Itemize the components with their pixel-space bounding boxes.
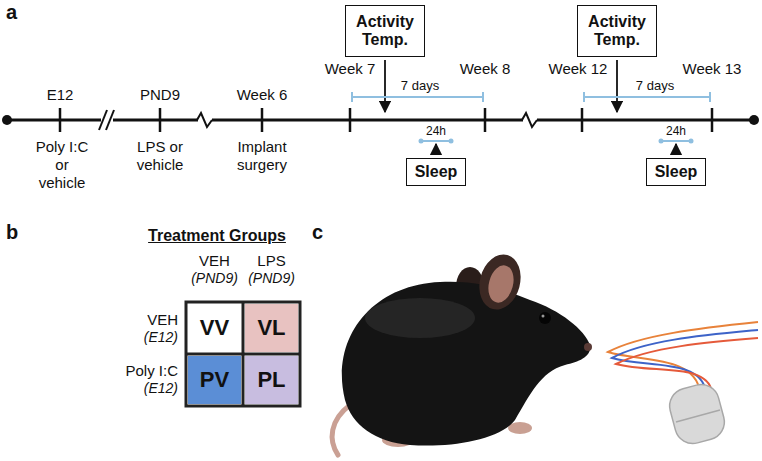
timeline-tick [349, 108, 352, 132]
column-header: (PND9) [248, 270, 295, 287]
fur-sheen [365, 298, 475, 338]
timeline-tick [581, 108, 584, 132]
table-border [186, 302, 300, 406]
duration-bar-end [689, 139, 694, 144]
mouse-tail [332, 405, 350, 455]
treatment-label: LPS or vehicle [137, 138, 184, 174]
timeline-tick [159, 108, 162, 132]
procedure-label: Implant surgery [237, 138, 287, 174]
duration-label: 7 days [636, 78, 674, 94]
pointer-arrow [384, 60, 386, 112]
group-cell: PL [245, 356, 298, 404]
implant-wire [616, 338, 758, 392]
sleep-box: Sleep [406, 158, 467, 186]
group-cell: VV [188, 304, 241, 352]
timeline-axis [6, 119, 755, 122]
timepoint-label: Week 12 [549, 60, 608, 78]
mouse-eye [539, 312, 551, 324]
timepoint-label: Week 8 [460, 60, 511, 78]
node-text: Sleep [415, 163, 458, 181]
eye-highlight [542, 315, 545, 318]
mouse-ear-inner [484, 263, 517, 306]
timeline-tick [59, 108, 62, 132]
row-header: (E12) [144, 380, 178, 397]
timeline-tick [484, 108, 487, 132]
duration-bracket [709, 92, 711, 102]
mouse-ear [473, 250, 526, 314]
timeline-tick [261, 108, 264, 132]
duration-bracket [584, 96, 710, 98]
panel-letter: a [6, 0, 17, 24]
timeline-end-dot [749, 115, 759, 125]
row-header: Poly I:C [125, 362, 178, 380]
duration-bar [661, 140, 691, 142]
pointer-arrow [435, 144, 437, 155]
mouse-nose [584, 343, 592, 351]
duration-bracket [482, 92, 484, 102]
pointer-arrow [675, 144, 677, 155]
duration-bracket [583, 92, 585, 102]
axis-break-zigzag [522, 113, 537, 127]
duration-bar-end [419, 139, 424, 144]
duration-bar-end [449, 139, 454, 144]
group-cell: VL [245, 304, 298, 352]
node-text: VV [200, 315, 229, 341]
node-text: Activity Temp. [356, 13, 414, 50]
row-header: (E12) [144, 329, 178, 346]
node-text: VL [257, 315, 285, 341]
activity-box: Activity Temp. [345, 5, 425, 57]
table-title: Treatment Groups [148, 226, 286, 245]
row-header: VEH [147, 311, 178, 329]
panel-letter: c [312, 220, 323, 244]
timepoint-label: Week 6 [237, 86, 288, 104]
sleep-box: Sleep [646, 158, 707, 186]
timepoint-label: PND9 [140, 86, 180, 104]
pointer-arrow [616, 60, 618, 112]
duration-bracket [351, 92, 353, 102]
axis-break-slash [106, 110, 114, 130]
timepoint-label: E12 [47, 86, 74, 104]
group-cell: PV [188, 356, 241, 404]
treatment-label: Poly I:C or vehicle [32, 138, 92, 192]
implant-wire [612, 330, 758, 392]
column-header: LPS [257, 252, 285, 270]
timeline-end-dot [2, 115, 12, 125]
node-text: PL [257, 367, 285, 393]
mouse-foot [508, 422, 532, 434]
implant-seam [676, 410, 720, 422]
column-header: VEH [199, 252, 230, 270]
timeline-tick [711, 108, 714, 132]
duration-label: 7 days [401, 78, 439, 94]
axis-break-slash [99, 110, 107, 130]
duration-label: 24h [426, 124, 446, 138]
mouse-body [342, 282, 590, 446]
axis-break-zigzag [197, 113, 212, 127]
timepoint-label: Week 7 [325, 60, 376, 78]
node-text: Sleep [655, 163, 698, 181]
implant-capsule [666, 380, 729, 447]
duration-bar [421, 140, 451, 142]
timepoint-label: Week 13 [683, 60, 742, 78]
column-header: (PND9) [191, 270, 238, 287]
duration-bracket [352, 96, 483, 98]
activity-box: Activity Temp. [577, 5, 657, 57]
duration-label: 24h [666, 124, 686, 138]
node-text: Activity Temp. [588, 13, 646, 50]
node-text: PV [200, 367, 229, 393]
implant-wire [608, 322, 758, 392]
duration-bar-end [659, 139, 664, 144]
panel-letter: b [6, 220, 18, 244]
